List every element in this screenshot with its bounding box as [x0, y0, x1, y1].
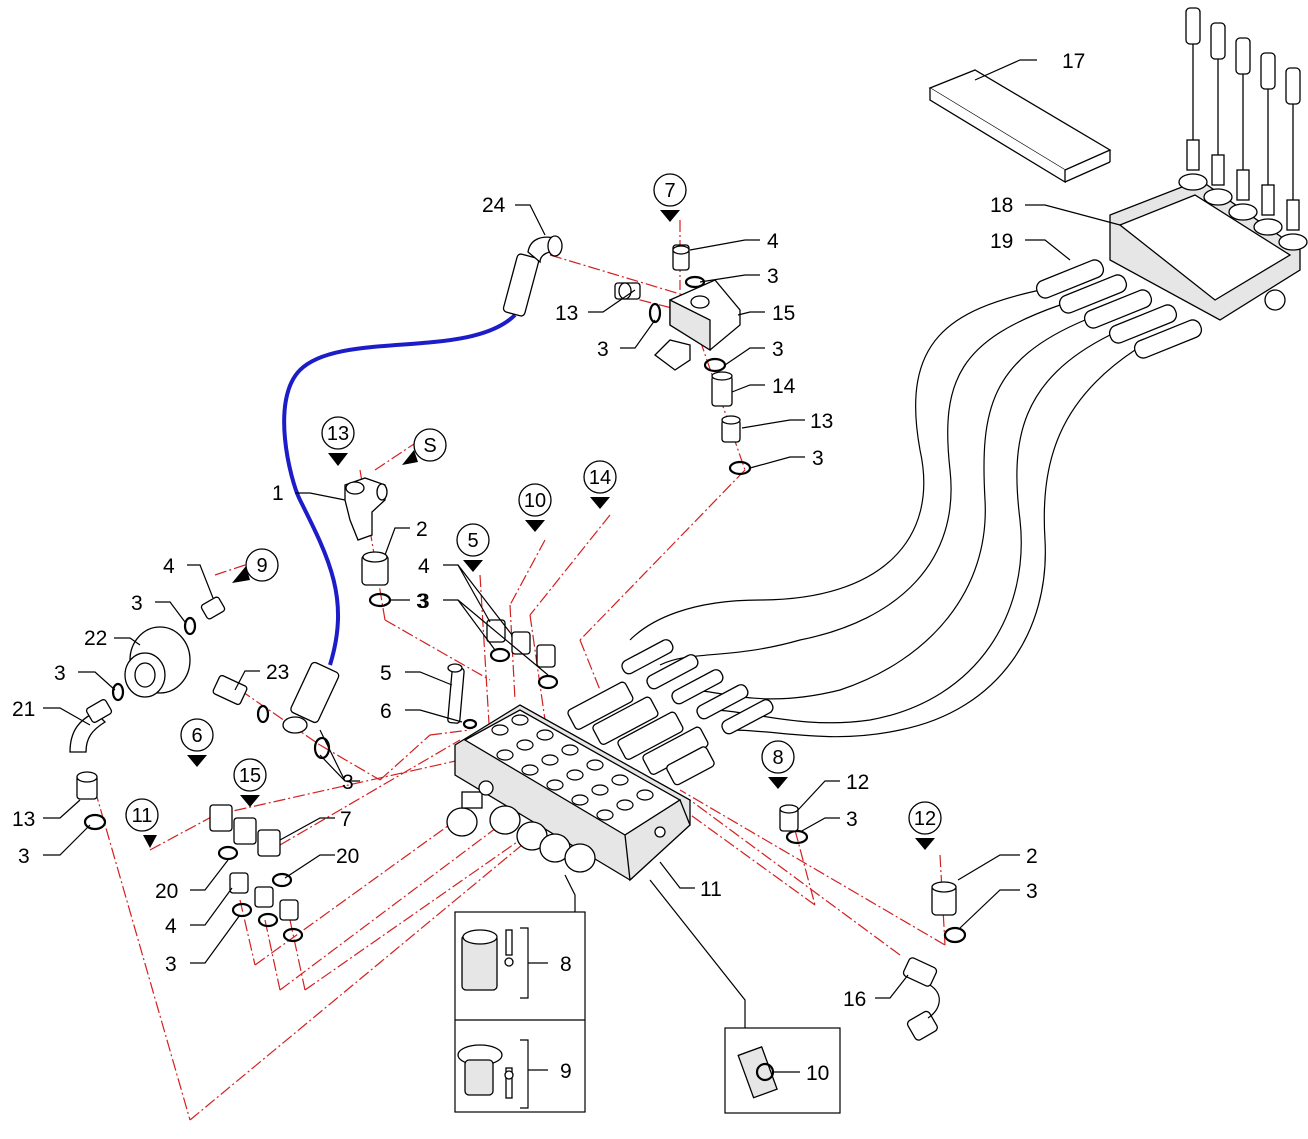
part-number-labels: 17 18 19 24 4 3 15 13 3 3 14 13 3 1 2 3 …: [12, 50, 1085, 1085]
label-13-mid: 13: [810, 410, 833, 433]
label-1: 1: [272, 482, 284, 505]
callout-10: 10: [518, 483, 552, 532]
label-23: 23: [266, 661, 289, 684]
label-3-top-c: 3: [772, 338, 784, 361]
label-13-left: 13: [12, 808, 35, 831]
callout-13: 13: [321, 416, 355, 466]
callout-12: 12: [908, 801, 942, 850]
svg-text:13: 13: [327, 423, 349, 445]
label-2-left: 2: [416, 518, 428, 541]
part-12-adapter: [779, 804, 799, 832]
part-13-adapter-left: [76, 771, 98, 800]
label-2-right: 2: [1026, 845, 1038, 868]
parts-6-7-adapters: [209, 804, 299, 921]
leader-lines: [43, 59, 1121, 999]
svg-text:12: 12: [914, 808, 936, 830]
part-24-hose-end-top: [502, 235, 563, 317]
label-12: 12: [846, 771, 869, 794]
part-16-quick-coupler: [902, 957, 940, 1041]
label-20-right: 20: [336, 845, 359, 868]
label-21: 21: [12, 698, 35, 721]
label-3-right-b: 3: [1026, 880, 1038, 903]
label-6: 6: [380, 700, 392, 723]
control-cables: [629, 289, 1136, 738]
label-9: 9: [560, 1060, 572, 1083]
part-11-valve-block: [446, 639, 774, 882]
label-16: 16: [843, 988, 866, 1011]
label-5: 5: [380, 662, 392, 685]
callout-14: 14: [583, 460, 617, 509]
label-10: 10: [806, 1062, 829, 1085]
label-4-top: 4: [767, 230, 779, 253]
part-17-cover-plate: [928, 69, 1112, 184]
label-3-mid: 3: [812, 447, 824, 470]
label-3-left-d: 3: [18, 845, 30, 868]
callout-7: 7: [653, 173, 687, 222]
label-20-left: 20: [155, 880, 178, 903]
remote-joystick-unit: [1035, 7, 1308, 359]
label-4-left: 4: [163, 555, 175, 578]
callout-15: 15: [233, 758, 267, 807]
part-22-coupling: [124, 626, 191, 698]
part-2-adapter-right: [931, 881, 957, 916]
part-5-bolt: [447, 663, 465, 724]
o-rings: [83, 275, 967, 944]
part-23-banjo-bolt: [212, 674, 248, 706]
label-3-top-a: 3: [767, 265, 779, 288]
part-24-hose-end-bottom: [282, 661, 340, 734]
callout-8: 8: [761, 740, 795, 789]
part-1-tee: [344, 477, 388, 541]
svg-text:5: 5: [467, 530, 478, 552]
svg-text:10: 10: [524, 490, 546, 512]
label-11: 11: [700, 878, 722, 901]
part-21-elbow: [69, 699, 113, 753]
label-3-left-a: 3: [416, 590, 428, 613]
label-8: 8: [560, 953, 572, 976]
svg-text:15: 15: [239, 765, 261, 787]
label-3-bottom: 3: [165, 953, 177, 976]
svg-text:7: 7: [664, 180, 675, 202]
callout-9: 9: [232, 548, 279, 583]
callout-6: 6: [180, 718, 214, 767]
label-3-center-b: 3: [418, 590, 430, 613]
svg-text:11: 11: [132, 805, 153, 827]
label-4-bottom: 4: [165, 915, 177, 938]
inset-boxes: [454, 874, 841, 1114]
label-7: 7: [340, 808, 352, 831]
part-4-adapter: [200, 596, 226, 620]
svg-text:8: 8: [772, 747, 783, 769]
label-22: 22: [84, 627, 107, 650]
blue-hydraulic-hose: [282, 313, 517, 666]
label-17: 17: [1062, 50, 1085, 73]
part-15-manifold: [614, 244, 741, 443]
label-4-center: 4: [418, 555, 430, 578]
callout-S: S: [402, 428, 447, 465]
svg-text:9: 9: [256, 555, 267, 577]
label-14: 14: [772, 375, 796, 398]
label-15: 15: [772, 302, 795, 325]
label-18: 18: [990, 194, 1013, 217]
part-2-adapter: [361, 551, 389, 586]
label-24: 24: [482, 194, 506, 217]
label-19: 19: [990, 230, 1013, 253]
label-3-left-b: 3: [131, 592, 143, 615]
callout-11: 11: [125, 798, 159, 848]
label-3-left-c: 3: [54, 662, 66, 685]
label-3-right-a: 3: [846, 808, 858, 831]
svg-text:14: 14: [589, 467, 611, 489]
svg-text:6: 6: [191, 725, 202, 747]
callout-5: 5: [456, 523, 490, 572]
assembly-centerlines: [94, 220, 946, 1121]
label-3-top-b: 3: [597, 338, 609, 361]
label-13-top: 13: [555, 302, 578, 325]
label-3-center-a: 3: [342, 771, 354, 794]
svg-text:S: S: [423, 435, 436, 457]
